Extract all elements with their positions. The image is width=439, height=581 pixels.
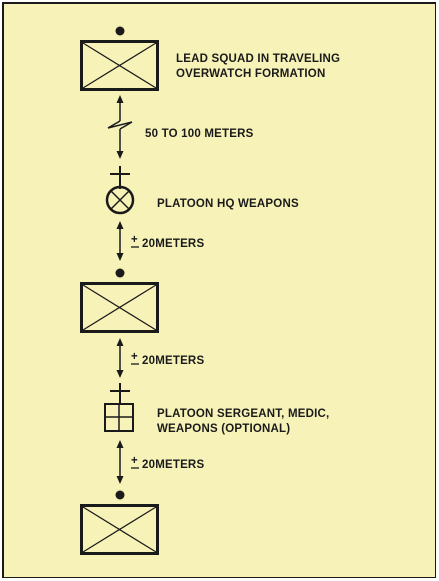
trail-squad-icon bbox=[80, 490, 159, 555]
distance-connector-4 bbox=[116, 440, 124, 484]
platoon-hq-icon bbox=[105, 166, 135, 215]
platoon-sergeant-label-line1: PLATOON SERGEANT, MEDIC, bbox=[157, 408, 329, 420]
distance-connector-3 bbox=[116, 338, 124, 378]
platoon-sergeant-icon bbox=[104, 383, 134, 432]
platoon-sergeant-label-line2: WEAPONS (OPTIONAL) bbox=[157, 423, 290, 435]
lead-squad-icon bbox=[80, 26, 159, 91]
distance-2-value: 20METERS bbox=[142, 238, 204, 250]
lead-squad-label-line1: LEAD SQUAD IN TRAVELING bbox=[176, 53, 340, 65]
platoon-hq-label: PLATOON HQ WEAPONS bbox=[157, 198, 299, 210]
distance-3-sign: + bbox=[131, 351, 138, 363]
distance-label-lead: 50 TO 100 METERS bbox=[145, 128, 254, 140]
distance-4-value: 20METERS bbox=[142, 459, 204, 471]
distance-2-sign: + bbox=[131, 234, 138, 246]
distance-connector-lead bbox=[107, 95, 133, 159]
distance-4-sign: + bbox=[131, 455, 138, 467]
distance-connector-2 bbox=[116, 221, 124, 261]
lead-squad-label-line2: OVERWATCH FORMATION bbox=[176, 68, 325, 80]
distance-3-value: 20METERS bbox=[142, 355, 204, 367]
diagram-background bbox=[4, 4, 435, 577]
second-squad-icon bbox=[80, 268, 159, 333]
